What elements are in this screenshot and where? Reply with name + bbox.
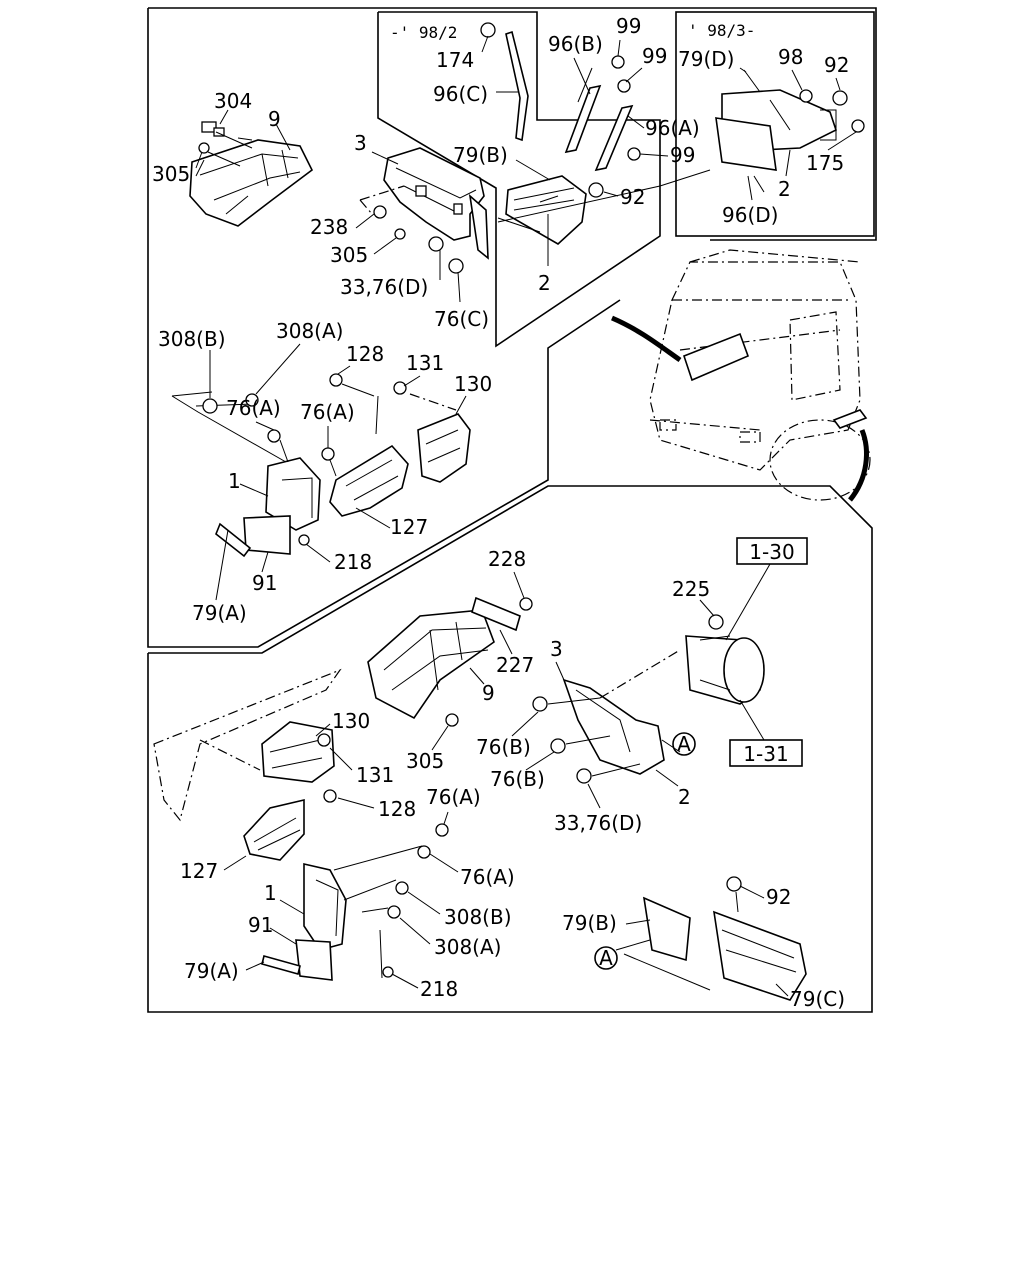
label-218-top: 218 — [334, 550, 372, 574]
label-leaders — [195, 35, 857, 997]
label-175: 175 — [806, 151, 844, 175]
callout-a-upper: A — [672, 732, 696, 756]
callout-a-lower: A — [594, 946, 618, 970]
part-3-top-bracket — [359, 147, 489, 303]
label-308a-bottom: 308(A) — [434, 935, 501, 959]
ref-box-1-31: 1-31 — [729, 699, 803, 767]
label-304: 304 — [214, 89, 252, 113]
label-99-a: 99 — [616, 14, 641, 38]
label-131-bottom: 131 — [356, 763, 394, 787]
label-76b-2: 76(B) — [490, 767, 545, 791]
label-76a-1: 76(A) — [226, 396, 281, 420]
label-225: 225 — [672, 577, 710, 601]
middle-left-cluster — [171, 373, 471, 558]
ref-1-30-text: 1-30 — [749, 540, 794, 564]
label-33-76d-top: 33,76(D) — [340, 275, 428, 299]
label-92-right: 92 — [824, 53, 849, 77]
label-2-right: 2 — [778, 177, 791, 201]
label-174: 174 — [436, 48, 474, 72]
detail-a-parts — [615, 876, 807, 1001]
label-305-a: 305 — [152, 162, 190, 186]
label-2-top: 2 — [538, 271, 551, 295]
label-3-top: 3 — [354, 131, 367, 155]
label-127-bottom: 127 — [180, 859, 218, 883]
label-91-top: 91 — [252, 571, 277, 595]
ref-1-31-text: 1-31 — [743, 742, 788, 766]
label-308b-bottom: 308(B) — [444, 905, 512, 929]
inset-late-parts — [715, 69, 865, 201]
inset-early-label: -' 98/2 — [390, 23, 457, 42]
label-3-bottom: 3 — [550, 637, 563, 661]
label-91-bottom: 91 — [248, 913, 273, 937]
label-79d: 79(D) — [678, 47, 734, 71]
label-79b-top: 79(B) — [453, 143, 508, 167]
callout-a-upper-text: A — [677, 732, 691, 756]
label-92-mid: 92 — [620, 185, 645, 209]
frame-borders — [147, 7, 877, 1013]
callout-a-lower-text: A — [599, 946, 613, 970]
label-76a-3: 76(A) — [426, 785, 481, 809]
label-127-top: 127 — [390, 515, 428, 539]
label-305-bottom: 305 — [406, 749, 444, 773]
leader-to-cab — [497, 169, 711, 223]
label-79c: 79(C) — [790, 987, 845, 1011]
label-228: 228 — [488, 547, 526, 571]
inset-early: -' 98/2 — [377, 11, 661, 348]
label-79a-bottom: 79(A) — [184, 959, 239, 983]
label-79a-top: 79(A) — [192, 601, 247, 625]
label-79b-bottom: 79(B) — [562, 911, 617, 935]
label-92-bottom: 92 — [766, 885, 791, 909]
label-1-bottom: 1 — [264, 881, 277, 905]
label-99-c: 99 — [670, 143, 695, 167]
label-308b-top: 308(B) — [158, 327, 226, 351]
label-76a-2: 76(A) — [300, 400, 355, 424]
label-305-b: 305 — [330, 243, 368, 267]
label-128-top: 128 — [346, 342, 384, 366]
truck-cab-illustration — [611, 249, 871, 502]
label-9-bottom: 9 — [482, 681, 495, 705]
ref-box-1-30: 1-30 — [725, 537, 808, 641]
label-2-bottom: 2 — [678, 785, 691, 809]
label-1-top: 1 — [228, 469, 241, 493]
label-227: 227 — [496, 653, 534, 677]
label-96c: 96(C) — [433, 82, 488, 106]
label-218-bottom: 218 — [420, 977, 458, 1001]
label-76a-4: 76(A) — [460, 865, 515, 889]
label-238: 238 — [310, 215, 348, 239]
inset-late-label: ' 98/3- — [688, 21, 755, 40]
inset-late: ' 98/3- — [675, 11, 875, 237]
label-96d: 96(D) — [722, 203, 778, 227]
part-9-top-bracket — [189, 109, 314, 227]
label-130-top: 130 — [454, 372, 492, 396]
label-96a: 96(A) — [645, 116, 700, 140]
label-33-76d-bottom: 33,76(D) — [554, 811, 642, 835]
label-99-b: 99 — [642, 44, 667, 68]
label-98: 98 — [778, 45, 803, 69]
part-labels: 174 96(B) 99 99 96(C) 96(A) 99 79(B) 92 … — [152, 14, 849, 1011]
label-76b-1: 76(B) — [476, 735, 531, 759]
label-128-bottom: 128 — [378, 797, 416, 821]
label-308a-top: 308(A) — [276, 319, 343, 343]
label-131-top: 131 — [406, 351, 444, 375]
label-76c: 76(C) — [434, 307, 489, 331]
label-96b: 96(B) — [548, 32, 603, 56]
inset-early-parts — [480, 22, 641, 266]
lower-main-assembly — [153, 596, 765, 981]
label-9-top: 9 — [268, 107, 281, 131]
label-130-bottom: 130 — [332, 709, 370, 733]
